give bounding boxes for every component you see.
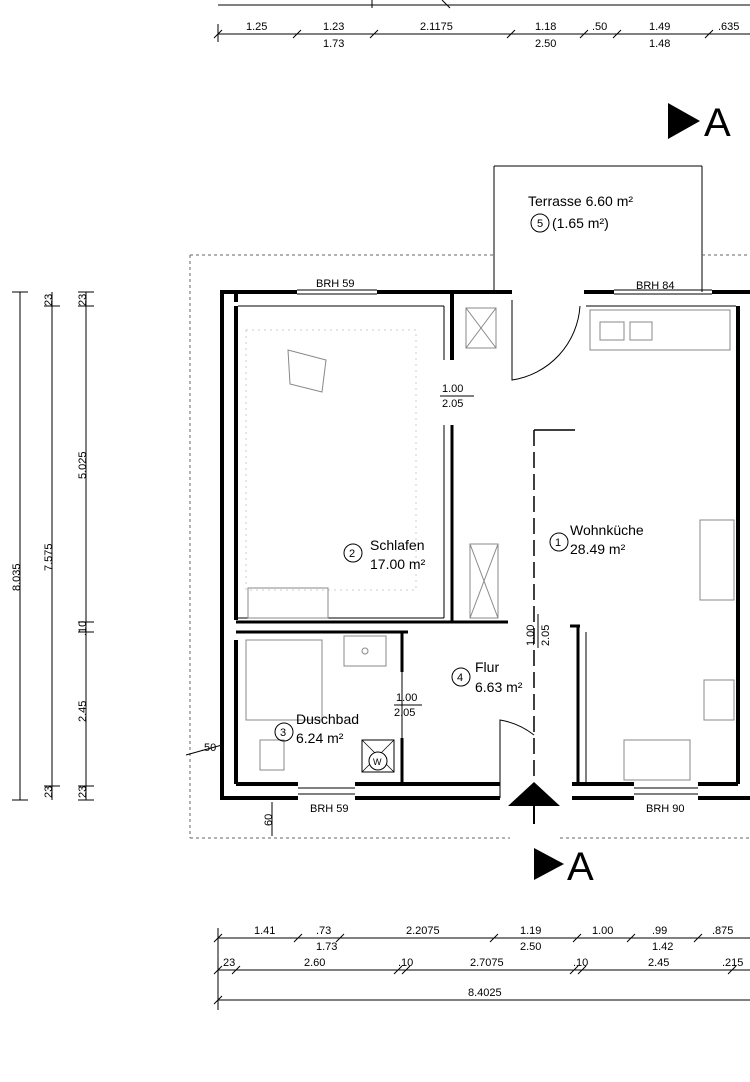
- section-arrow-bottom-icon: [534, 848, 564, 880]
- parapet-bath: BRH 59: [310, 803, 349, 815]
- bottom-dim-7: .875: [712, 925, 733, 937]
- left-dim-inner: 7.575: [43, 543, 55, 571]
- terrace-outline: [493, 165, 703, 292]
- room-1-area: 28.49 m²: [570, 541, 626, 557]
- fixtures: [245, 307, 735, 781]
- door-bath-width: 1.00: [396, 692, 417, 704]
- terrace-number: 5: [537, 218, 543, 230]
- door-bedroom-size: 1.00 2.05: [440, 383, 474, 410]
- exterior-walls: [220, 290, 750, 800]
- bottom-overall-dim: 8.4025: [468, 987, 502, 999]
- top-sub-dim-2: 2.50: [535, 38, 556, 50]
- bottom-dim-4: 1.19: [520, 925, 541, 937]
- top-dim-2: 1.23: [323, 21, 344, 33]
- door-kitchen-height: 2.05: [540, 625, 552, 646]
- left-dim-seg-2: 5.025: [77, 451, 89, 479]
- room-3-label: 3 Duschbad 6.24 m²: [274, 711, 359, 746]
- room-4-number: 4: [457, 672, 463, 684]
- room-3-marker: [274, 722, 294, 742]
- sill-note: 60: [263, 814, 275, 826]
- room-2-number: 2: [349, 548, 355, 560]
- bottom-row2-dim-2: 2.60: [304, 957, 325, 969]
- washer-label: W: [373, 757, 382, 767]
- section-label-bottom: A: [567, 845, 594, 889]
- room-1-name: Wohnküche: [570, 522, 644, 538]
- left-dim-bottom-wall: 23: [43, 786, 55, 798]
- section-label-top: A: [704, 101, 731, 145]
- bottom-row2-dim-4: 2.7075: [470, 957, 504, 969]
- bottom-row2-dim-1: 23: [223, 957, 235, 969]
- interior-walls: [236, 425, 580, 784]
- room-1-label: 1 Wohnküche 28.49 m²: [549, 522, 644, 557]
- door-bath-size: 1.00 2.05: [394, 692, 422, 719]
- window-offset-note: .50: [201, 742, 216, 754]
- entrance-arrow-icon: [508, 782, 560, 806]
- top-dim-1: 1.25: [246, 21, 267, 33]
- top-dim-5: .50: [592, 21, 607, 33]
- left-dimension-chain: [12, 291, 94, 801]
- windows: [297, 289, 712, 795]
- bottom-dim-1: 1.41: [254, 925, 275, 937]
- door-bath-height: 2.05: [394, 707, 415, 719]
- room-4-area: 6.63 m²: [475, 679, 523, 695]
- top-dim-7: .635: [718, 21, 739, 33]
- room-3-name: Duschbad: [296, 711, 359, 727]
- parapet-kitchen-top: BRH 84: [636, 280, 675, 292]
- left-dim-top-wall: 23: [43, 294, 55, 306]
- room-3-number: 3: [280, 727, 286, 739]
- room-4-label: 4 Flur 6.63 m²: [451, 659, 523, 695]
- washer: W: [361, 739, 395, 773]
- room-4-name: Flur: [475, 659, 499, 675]
- left-dim-seg-3: .10: [77, 621, 89, 636]
- terrace-number-marker: [530, 213, 550, 233]
- top-dim-4: 1.18: [535, 21, 556, 33]
- door-bedroom-width: 1.00: [442, 383, 463, 395]
- door-kitchen-size: 1.00 2.05: [525, 614, 552, 648]
- bottom-row2-dim-3: .10: [398, 957, 413, 969]
- bottom-sub-dim-2: 2.50: [520, 941, 541, 953]
- room-2-area: 17.00 m²: [370, 556, 426, 572]
- bottom-row2-dim-5: .10: [573, 957, 588, 969]
- terrace-name: Terrasse 6.60 m²: [528, 193, 633, 209]
- room-3-area: 6.24 m²: [296, 730, 344, 746]
- room-1-marker: [549, 532, 569, 552]
- section-arrow-top-icon: [668, 103, 700, 139]
- room-2-label: 2 Schlafen 17.00 m²: [343, 537, 426, 572]
- bottom-dim-5: 1.00: [592, 925, 613, 937]
- bottom-dim-3: 2.2075: [406, 925, 440, 937]
- room-4-marker: [451, 667, 471, 687]
- top-dim-3: 2.1175: [420, 21, 453, 33]
- top-dim-6: 1.49: [649, 21, 670, 33]
- left-dim-seg-5: 23: [77, 786, 89, 798]
- top-sub-dim-1: 1.73: [323, 38, 344, 50]
- property-outline: [189, 254, 750, 839]
- left-dim-overall: 8.035: [11, 563, 23, 591]
- room-2-name: Schlafen: [370, 537, 424, 553]
- bottom-dim-2: .73: [316, 925, 331, 937]
- bottom-sub-dim-3: 1.42: [652, 941, 673, 953]
- door-kitchen-width: 1.00: [525, 625, 537, 646]
- top-sub-dim-3: 1.48: [649, 38, 670, 50]
- bottom-dim-6: .99: [652, 925, 667, 937]
- top-dimension-chain: [213, 0, 750, 42]
- parapet-bedroom: BRH 59: [316, 278, 355, 290]
- bottom-dimension-chain: [213, 928, 750, 1010]
- room-2-marker: [343, 543, 363, 563]
- bottom-row2-dim-6: 2.45: [648, 957, 669, 969]
- left-dim-seg-4: 2.45: [77, 701, 89, 722]
- left-dim-seg-1: 23: [77, 294, 89, 306]
- bottom-sub-dim-1: 1.73: [316, 941, 337, 953]
- terrace-reduced-area: (1.65 m²): [552, 215, 609, 231]
- room-1-number: 1: [555, 537, 561, 549]
- door-bedroom-height: 2.05: [442, 398, 463, 410]
- parapet-kitchen-bottom: BRH 90: [646, 803, 685, 815]
- sill-note-value: 60: [263, 814, 275, 826]
- bottom-row2-dim-7: .215: [722, 957, 743, 969]
